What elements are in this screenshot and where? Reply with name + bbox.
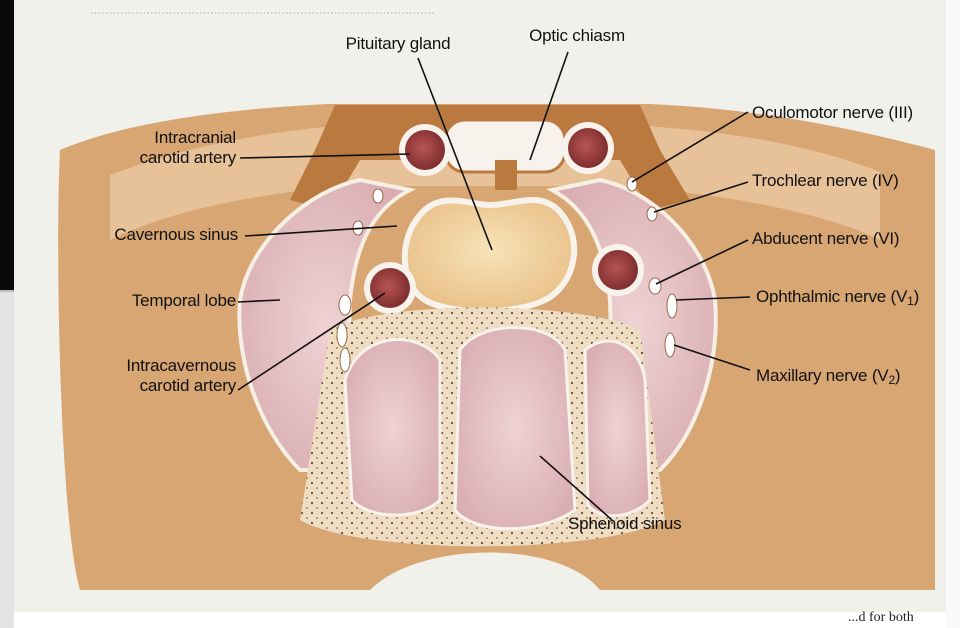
label-intracavernous-line1: Intracavernous	[80, 356, 236, 376]
intracavernous-carotid-left	[364, 262, 416, 314]
label-cavernous-sinus: Cavernous sinus	[70, 225, 238, 245]
label-abducent-nerve: Abducent nerve (VI)	[752, 229, 899, 249]
label-trochlear-nerve: Trochlear nerve (IV)	[752, 171, 899, 191]
label-intracavernous-line2: carotid artery	[80, 376, 236, 396]
intracranial-carotid-right	[562, 122, 614, 174]
bg-text-1: ........................................…	[90, 0, 435, 21]
label-temporal-lobe: Temporal lobe	[90, 291, 236, 311]
sphenoid-chamber-2	[455, 328, 575, 529]
label-ophthalmic-text: Ophthalmic nerve (V	[756, 287, 907, 306]
label-ophthalmic-close: )	[914, 287, 919, 306]
intracranial-carotid-left	[399, 124, 451, 176]
label-maxillary-text: Maxillary nerve (V	[756, 366, 888, 385]
label-intracavernous-carotid: Intracavernous carotid artery	[80, 356, 236, 396]
label-optic-chiasm: Optic chiasm	[507, 26, 647, 46]
intracavernous-carotid-right	[592, 244, 644, 296]
label-maxillary-nerve: Maxillary nerve (V2)	[756, 366, 900, 390]
pituitary-gland-shape	[405, 200, 574, 311]
label-pituitary-gland: Pituitary gland	[318, 34, 478, 54]
label-intracranial-carotid: Intracranial carotid artery	[90, 128, 236, 168]
label-intracranial-line1: Intracranial	[90, 128, 236, 148]
label-oculomotor-nerve: Oculomotor nerve (III)	[752, 103, 913, 123]
corner-caption: ...d for both	[848, 610, 914, 626]
label-maxillary-close: )	[895, 366, 900, 385]
sphenoid-chamber-1	[345, 340, 440, 515]
label-sphenoid-sinus: Sphenoid sinus	[568, 514, 681, 534]
label-ophthalmic-nerve: Ophthalmic nerve (V1)	[756, 287, 919, 311]
sphenoid-chamber-3	[585, 341, 650, 516]
label-intracranial-line2: carotid artery	[90, 148, 236, 168]
